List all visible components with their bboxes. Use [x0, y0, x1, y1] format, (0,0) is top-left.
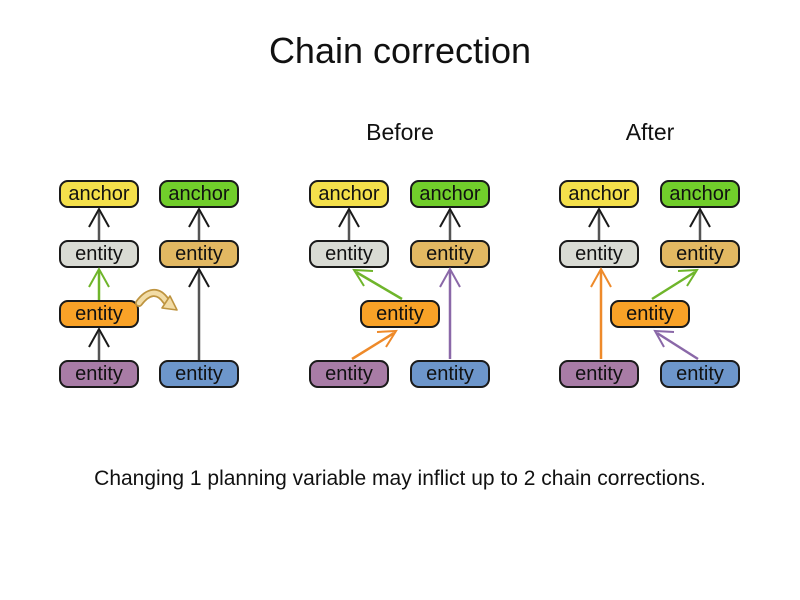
- entity-box: entity: [610, 300, 690, 328]
- arrow-purple-entity-to-orange-entity: [351, 329, 398, 361]
- anchor-box: anchor: [309, 180, 389, 208]
- arrow-entity-to-entity: [88, 326, 110, 360]
- arrow-entity-to-anchor: [588, 206, 610, 240]
- entity-box: entity: [309, 240, 389, 268]
- entity-box: entity: [59, 360, 139, 388]
- arrow-entity-to-anchor: [188, 206, 210, 240]
- arrow-entity-to-entity-long: [188, 266, 210, 360]
- entity-box: entity: [159, 360, 239, 388]
- page-title: Chain correction: [268, 30, 532, 71]
- entity-box: entity: [559, 360, 639, 388]
- move-arrow-icon: [135, 289, 178, 311]
- anchor-box: anchor: [59, 180, 139, 208]
- arrow-orange-entity-to-gray-entity: [352, 268, 403, 301]
- arrow-entity-to-anchor: [88, 206, 110, 240]
- arrow-entity-to-anchor: [689, 206, 711, 240]
- anchor-box: anchor: [559, 180, 639, 208]
- anchor-box: anchor: [159, 180, 239, 208]
- entity-box: entity: [660, 240, 740, 268]
- entity-box: entity: [660, 360, 740, 388]
- section-label-after: After: [625, 119, 675, 145]
- arrow-entity-to-anchor: [439, 206, 461, 240]
- section-label-before: Before: [366, 119, 434, 145]
- arrow-blue-entity-to-tan-entity: [439, 266, 461, 359]
- entity-box: entity: [59, 240, 139, 268]
- entity-box: entity: [309, 360, 389, 388]
- entity-box: entity: [410, 240, 490, 268]
- arrow-entity-to-entity-changed: [88, 266, 110, 300]
- entity-box: entity: [559, 240, 639, 268]
- entity-box: entity: [360, 300, 440, 328]
- arrow-entity-to-anchor: [338, 206, 360, 240]
- entity-box: entity: [410, 360, 490, 388]
- arrow-purple-entity-to-gray-entity: [590, 266, 612, 359]
- anchor-box: anchor: [660, 180, 740, 208]
- entity-box: entity: [59, 300, 139, 328]
- arrow-blue-entity-to-orange-entity: [653, 329, 699, 361]
- anchor-box: anchor: [410, 180, 490, 208]
- entity-box: entity: [159, 240, 239, 268]
- caption: Changing 1 planning variable may inflict…: [94, 467, 706, 490]
- arrow-orange-entity-to-tan-entity: [651, 268, 699, 301]
